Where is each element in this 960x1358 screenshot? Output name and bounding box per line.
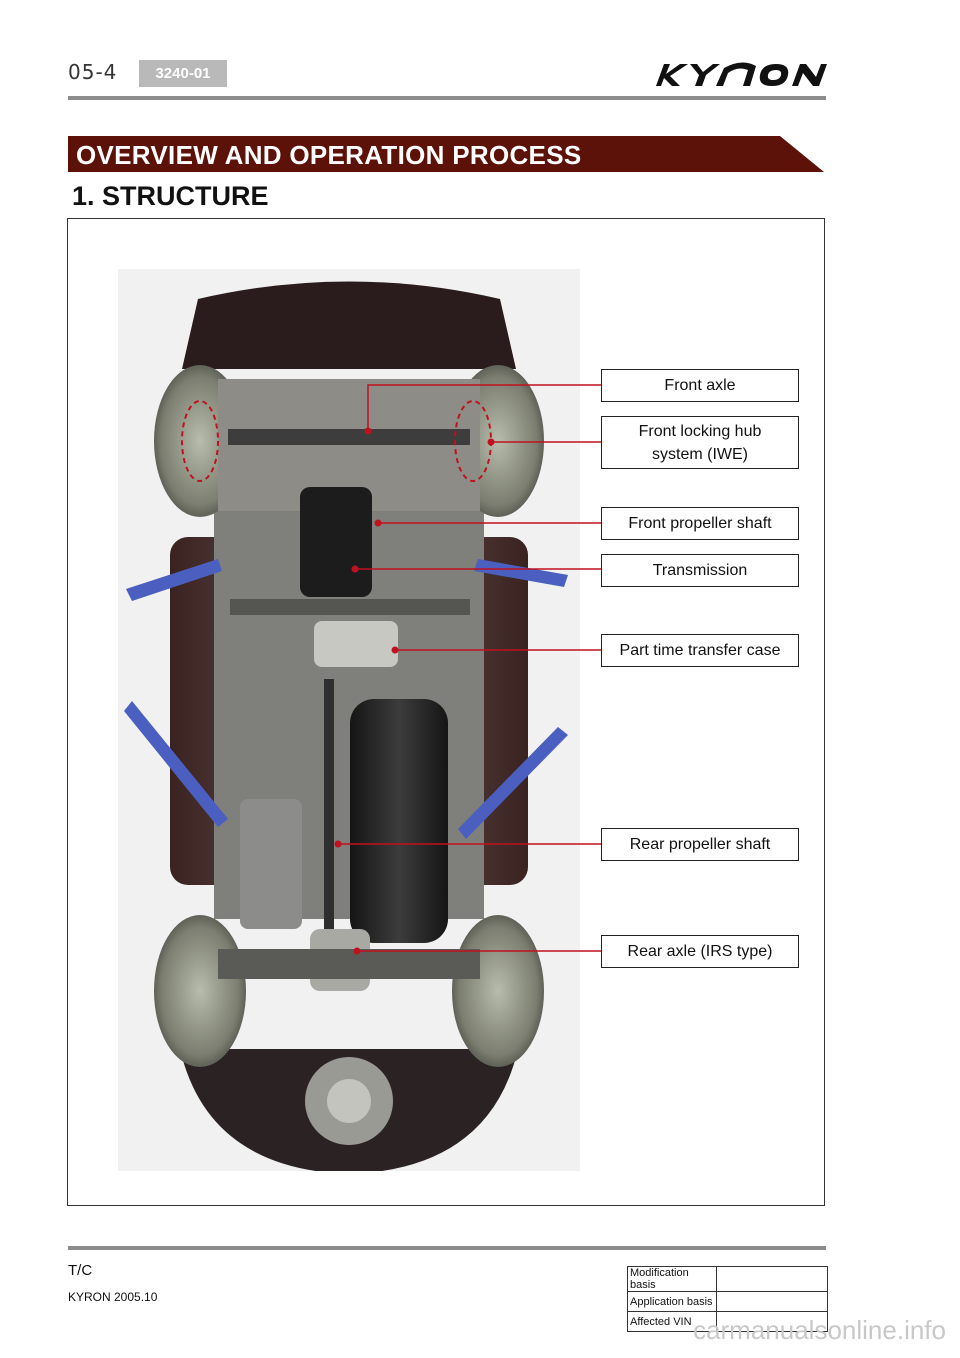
page-number: 05-4 (68, 60, 118, 84)
marker-transmission (351, 565, 359, 573)
callout-leader-lines (334, 384, 601, 955)
revision-label: Application basis (627, 1291, 717, 1312)
watermark: carmanualsonline.info (693, 1315, 946, 1345)
front-right-lift-arm (474, 559, 568, 587)
front-left-lift-arm (126, 559, 222, 601)
revision-value (716, 1291, 828, 1312)
transfer-case (314, 621, 398, 667)
section-heading: 1. STRUCTURE (72, 181, 269, 211)
revision-label: Modification basis (627, 1266, 717, 1292)
callout-transmission: Transmission (601, 554, 799, 587)
banner-title: OVERVIEW AND OPERATION PROCESS (76, 140, 582, 170)
marker-front-locking-hub (487, 438, 495, 446)
callout-front-propeller-shaft: Front propeller shaft (601, 507, 799, 540)
bottom-divider (68, 1246, 826, 1250)
fuel-tank (350, 699, 448, 943)
crossmember (230, 599, 470, 615)
section-code-badge: 3240-01 (139, 60, 227, 87)
marker-front-propeller-shaft (374, 519, 382, 527)
rear-left-lift-arm (124, 701, 228, 827)
revision-value (716, 1266, 828, 1292)
front-bumper (182, 281, 516, 369)
exhaust-muffler (240, 799, 302, 929)
revision-label: Affected VIN (627, 1311, 717, 1332)
callout-front-axle: Front axle (601, 369, 799, 402)
revision-row: Affected VIN (627, 1311, 828, 1332)
callout-front-locking-hub: Front locking hub system (IWE) (601, 416, 799, 469)
callout-rear-propeller-shaft: Rear propeller shaft (601, 828, 799, 861)
rear-right-lift-arm (458, 727, 568, 839)
kyron-logo (656, 62, 827, 86)
banner-shape (68, 136, 824, 172)
rear-propeller-shaft (324, 679, 334, 959)
revision-table: Modification basis Application basis Aff… (627, 1266, 828, 1332)
spare-wheel (327, 1079, 371, 1123)
section-banner: OVERVIEW AND OPERATION PROCESS (68, 136, 824, 172)
marker-front-axle (364, 427, 372, 435)
revision-row: Modification basis (627, 1266, 828, 1292)
front-left-hub-highlight (181, 400, 219, 482)
rear-subframe (218, 949, 480, 979)
marker-rear-propeller-shaft (334, 840, 342, 848)
banner-background (68, 136, 824, 172)
callout-transfer-case: Part time transfer case (601, 634, 799, 667)
front-axle-tube (228, 429, 470, 445)
marker-transfer-case (391, 646, 399, 654)
callout-rear-axle: Rear axle (IRS type) (601, 935, 799, 968)
footer-model-date: KYRON 2005.10 (68, 1290, 158, 1304)
top-divider (68, 96, 826, 100)
footer-section-label: T/C (68, 1262, 93, 1279)
revision-value (716, 1311, 828, 1332)
structure-figure: Front axle Front locking hub system (IWE… (67, 218, 825, 1206)
leader-front-axle (367, 384, 601, 431)
revision-row: Application basis (627, 1291, 828, 1312)
marker-rear-axle (353, 947, 361, 955)
